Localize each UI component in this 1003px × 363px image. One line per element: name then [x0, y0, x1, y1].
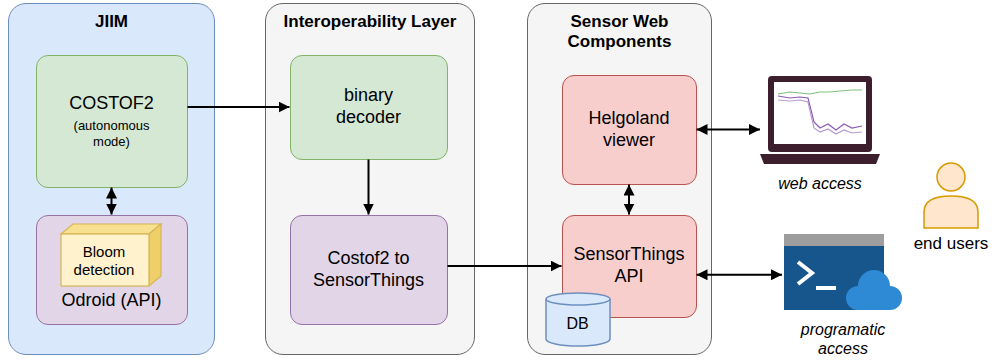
cube-side: [149, 224, 161, 286]
terminal-titlebar: [784, 234, 884, 246]
person-head: [937, 163, 965, 191]
node-label: Helgoland viewer: [569, 108, 690, 151]
cube-front: [61, 234, 149, 286]
process-box: Costof2 to SensorThings: [290, 215, 448, 325]
terminal-icon: programatic access: [782, 232, 904, 358]
node-sublabel: (autonomous mode): [64, 118, 159, 149]
group-panel: Sensor Web ComponentsHelgoland viewerSen…: [527, 3, 712, 355]
prompt-symbol: [798, 262, 812, 284]
group-panel: Interoperability Layer binary decoderCost…: [265, 3, 475, 355]
terminal-drawing: [782, 232, 904, 318]
node-label: Bloom detection: [64, 243, 144, 279]
cylinder-body: [546, 299, 610, 346]
flow-arrow: [188, 106, 290, 108]
service-box: Helgoland viewer: [562, 75, 697, 185]
node-label: COSTOF2: [69, 93, 154, 115]
group-title: Interoperability Layer: [284, 12, 457, 32]
chart-line: [778, 100, 862, 134]
flow-arrow: [448, 265, 562, 267]
group-title: JIIM: [95, 12, 128, 32]
cloud-symbol: [846, 270, 902, 310]
chart-line: [778, 90, 862, 94]
laptop-drawing: [760, 72, 880, 172]
laptop-screen: [774, 82, 866, 144]
cube-top: [61, 224, 161, 234]
process-box: COSTOF2 (autonomous mode): [36, 55, 188, 188]
group-title: Sensor Web Components: [532, 12, 707, 53]
node-label: Costof2 to SensorThings: [310, 248, 428, 291]
node-label: programatic access: [788, 320, 898, 358]
user-icon: end users: [908, 160, 994, 260]
node-label: Odroid (API): [61, 290, 161, 312]
node-label: binary decoder: [310, 85, 428, 128]
cloud-part: [858, 294, 890, 310]
person-drawing: [908, 160, 994, 232]
laptop-base: [760, 154, 880, 164]
module-cube: Bloom detection: [61, 224, 161, 286]
flow-arrow: [697, 129, 761, 131]
process-box: binary decoder: [290, 55, 448, 160]
prompt-symbol: [816, 286, 836, 290]
node-label: SensorThings API: [569, 244, 690, 287]
database-cylinder: DB: [545, 292, 611, 346]
node-label: DB: [566, 314, 588, 333]
flow-arrow: [697, 274, 783, 276]
flow-arrow: [368, 160, 370, 215]
laptop-icon: web access: [760, 72, 880, 196]
flow-arrow: [111, 188, 113, 215]
process-box: Odroid (API) Bloom detection: [36, 215, 188, 325]
person-body: [924, 196, 978, 228]
node-label: web access: [778, 174, 862, 193]
cylinder-top: [546, 293, 610, 305]
node-label: end users: [914, 234, 989, 254]
flow-arrow: [628, 185, 630, 215]
laptop-screen-frame: [768, 76, 872, 152]
group-panel: JIIM COSTOF2 (autonomous mode) Odroid (API)…: [8, 3, 215, 355]
